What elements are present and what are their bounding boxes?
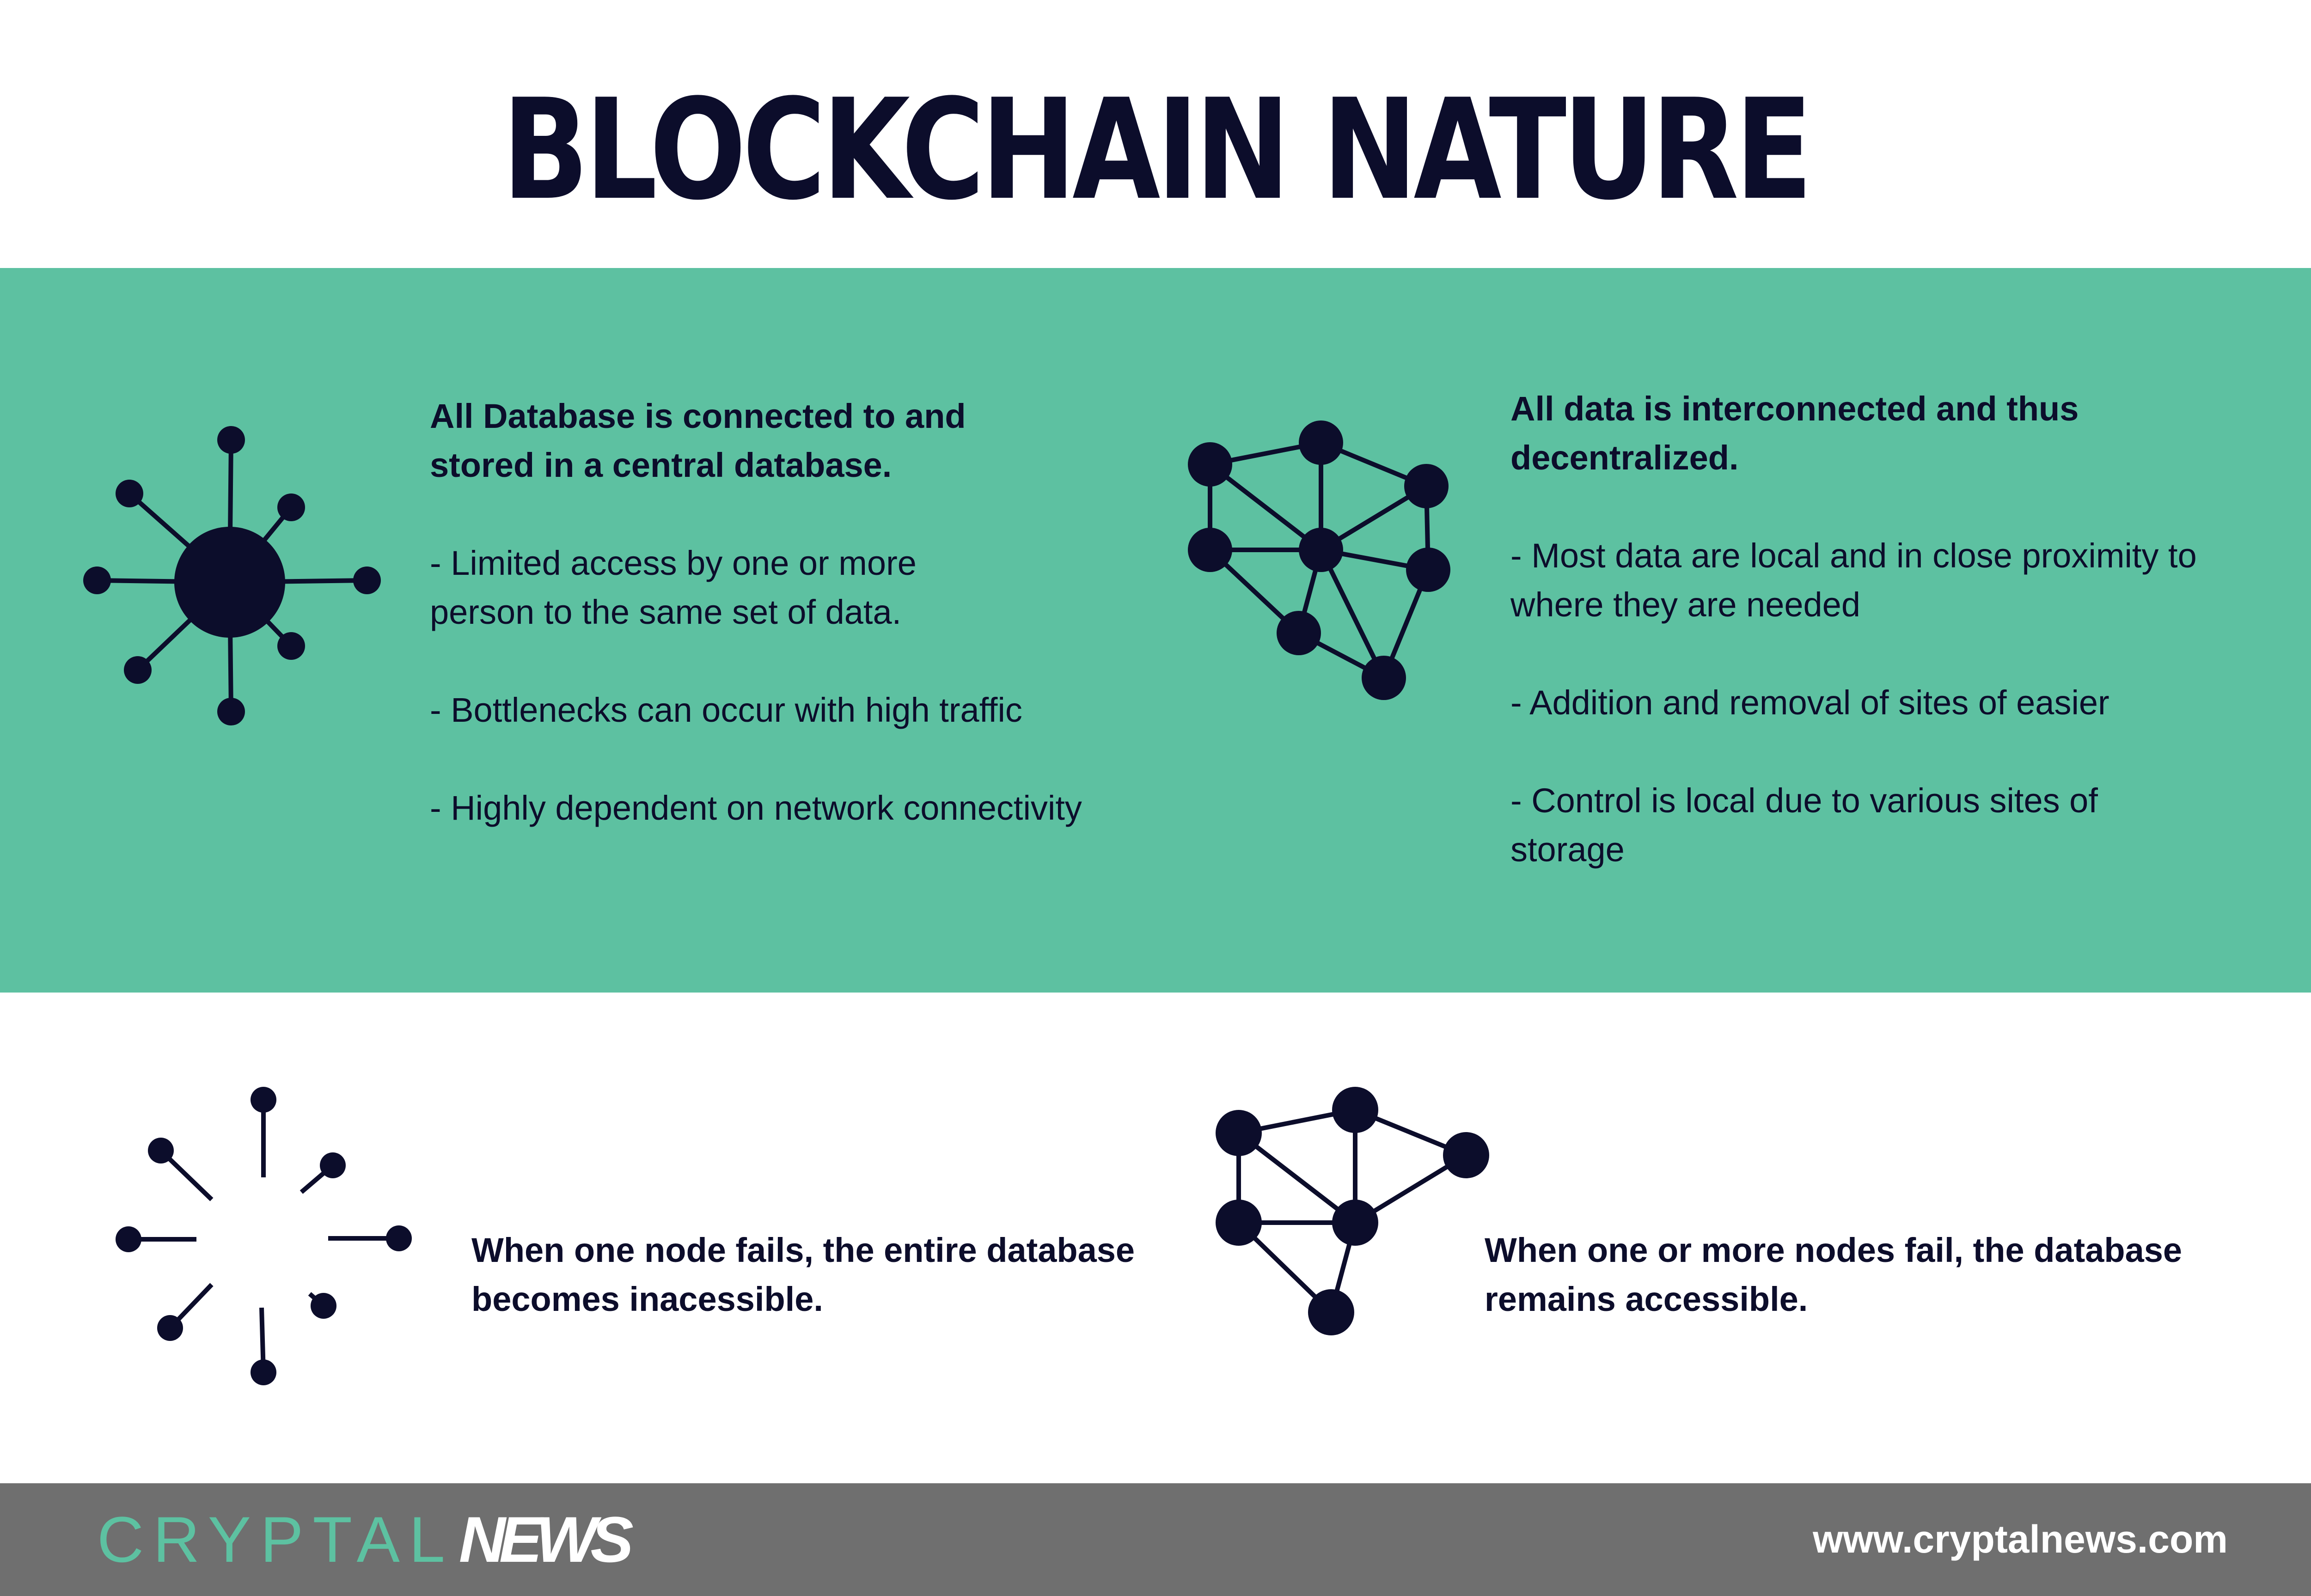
decentralized-failure-text: When one or more nodes fail, the databas… bbox=[1485, 1226, 2233, 1324]
footer-bar bbox=[0, 1483, 2311, 1596]
decentralized-point: - Most data are local and in close proxi… bbox=[1510, 536, 2197, 624]
decentralized-description: All data is interconnected and thus dece… bbox=[1510, 384, 2250, 874]
decentralized-point: - Addition and removal of sites of easie… bbox=[1510, 683, 2109, 722]
hub-network-icon bbox=[83, 426, 381, 725]
decentralized-heading: All data is interconnected and thus dece… bbox=[1510, 390, 2079, 477]
centralized-heading: All Database is connected to and stored … bbox=[430, 397, 966, 484]
centralized-point: - Limited access by one or more person t… bbox=[430, 544, 917, 631]
centralized-description: All Database is connected to and stored … bbox=[430, 392, 1216, 833]
comparison-band bbox=[0, 268, 2311, 993]
decentralized-failure-label: When one or more nodes fail, the databas… bbox=[1485, 1231, 2183, 1318]
page-title: BLOCKCHAIN NATURE bbox=[502, 69, 1813, 231]
footer-url[interactable]: www.cryptalnews.com bbox=[1813, 1517, 2228, 1561]
centralized-failure-label: When one node fails, the entire database… bbox=[471, 1231, 1135, 1318]
brand-logo-bold: NEWS bbox=[459, 1503, 634, 1576]
centralized-failure-text: When one node fails, the entire database… bbox=[471, 1226, 1202, 1324]
centralized-point: - Highly dependent on network connectivi… bbox=[430, 789, 1082, 827]
brand-logo: CRYPTALNEWS bbox=[97, 1507, 634, 1572]
partial-mesh-icon bbox=[1216, 1087, 1489, 1335]
brand-logo-light: CRYPTAL bbox=[97, 1503, 454, 1576]
decentralized-point: - Control is local due to various sites … bbox=[1510, 781, 2098, 869]
mesh-network-icon bbox=[1188, 420, 1450, 700]
broken-hub-icon bbox=[116, 1087, 412, 1385]
centralized-point: - Bottlenecks can occur with high traffi… bbox=[430, 691, 1022, 729]
